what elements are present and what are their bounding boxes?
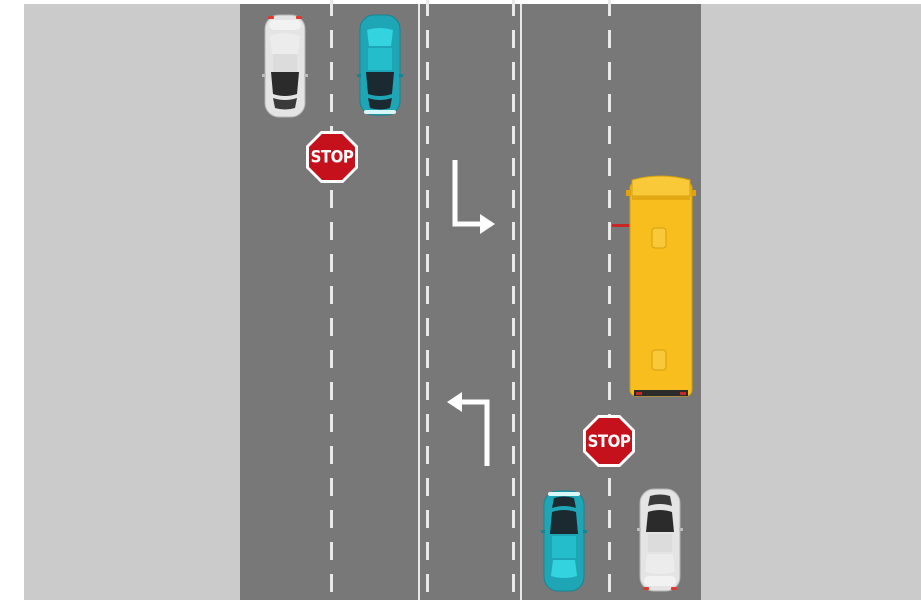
teal-car-top [357,14,403,116]
stop-sign-top: STOP [305,130,359,184]
center-line-solid-right [520,4,522,600]
center-turn-lane-dash-right [512,0,515,598]
stop-arm-icon [612,224,632,227]
stop-sign-bottom: STOP [582,414,636,468]
lane-divider-dashed-right [608,0,611,598]
turn-left-arrow-icon [446,390,492,468]
school-bus [612,174,700,400]
teal-car-bottom [541,490,587,592]
right-roadside [701,4,921,600]
turn-right-arrow-icon [450,158,496,236]
stop-sign-label: STOP [305,126,359,188]
stop-sign-label: STOP [582,410,636,472]
center-turn-lane-dash-left [426,0,429,598]
left-roadside [24,4,240,600]
center-line-solid-left [418,4,420,600]
lane-divider-dashed-left [330,0,333,598]
white-car-top [262,14,308,118]
white-car-bottom [637,488,683,592]
